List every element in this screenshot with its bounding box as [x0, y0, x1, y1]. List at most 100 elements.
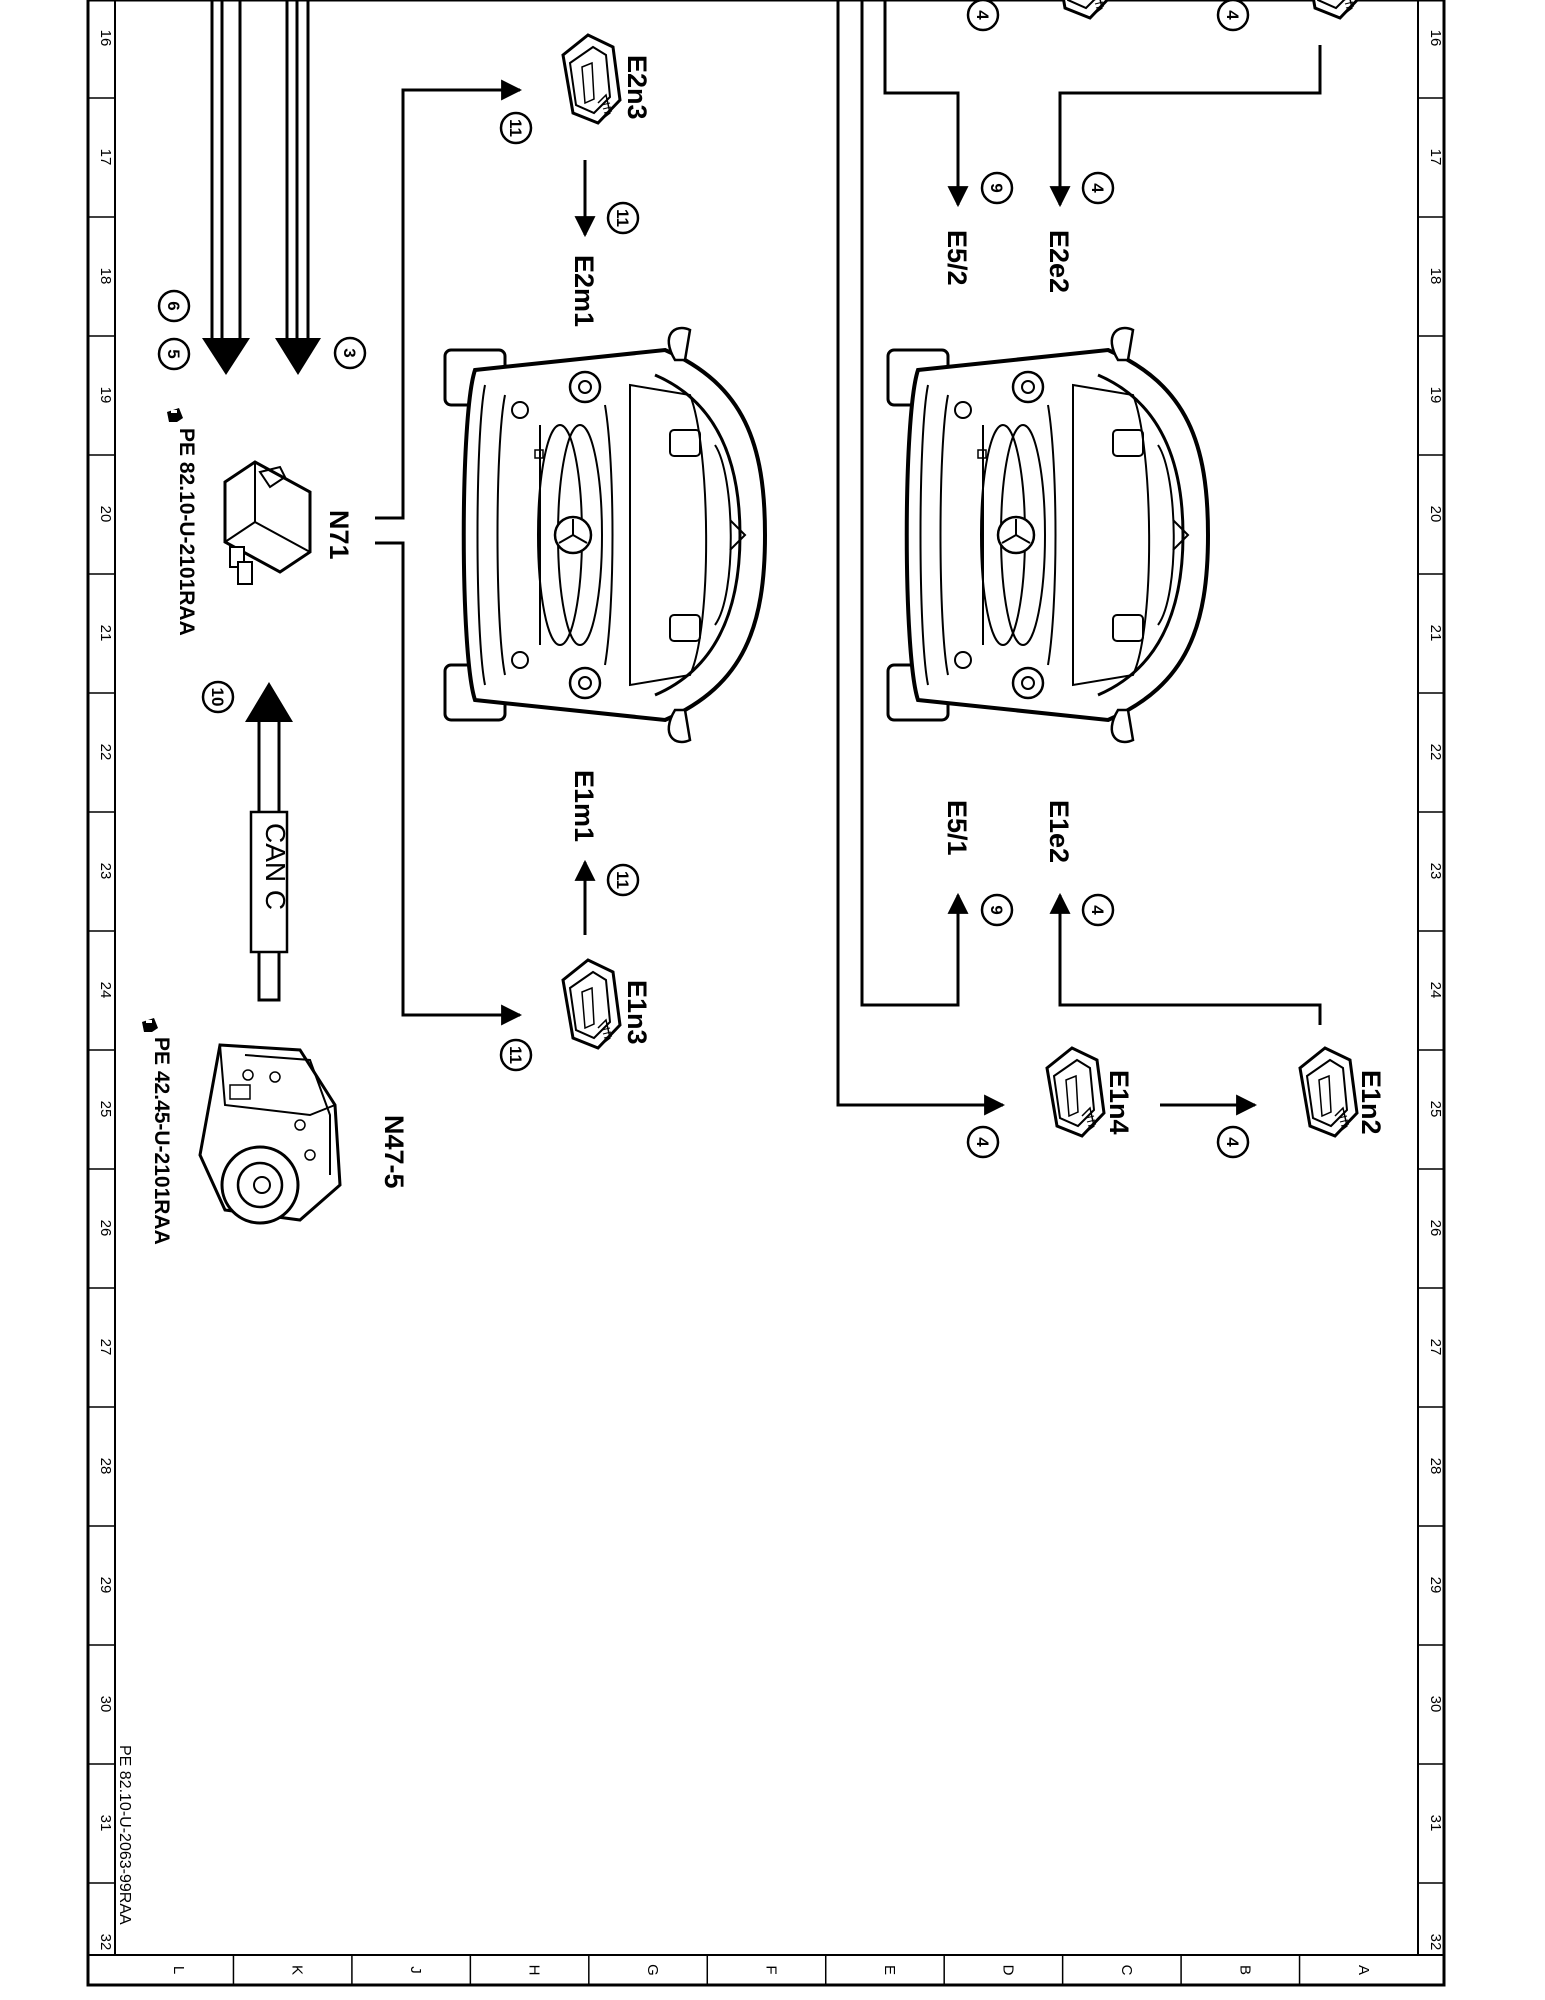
svg-text:11: 11 [506, 1046, 525, 1064]
lamp-module-icon [1045, 1046, 1106, 1138]
callout-4: 4 [1216, 0, 1250, 32]
ruler-number: 32 [97, 1934, 114, 1951]
reference-hand-icon [167, 408, 183, 422]
callout-11: 11 [499, 111, 533, 145]
ruler-letter: G [644, 1964, 661, 1976]
callout-4: 4 [1216, 1125, 1250, 1159]
svg-text:10: 10 [208, 688, 227, 707]
ruler-number: 27 [97, 1339, 114, 1356]
ruler-letter: F [763, 1965, 780, 1974]
ruler-number: 18 [97, 268, 114, 285]
ruler-number: 29 [1427, 1577, 1444, 1594]
ruler-letter: J [407, 1966, 424, 1974]
callout-4: 4 [1081, 893, 1115, 927]
incoming-cable-3 [275, 0, 321, 375]
lamp-module-icon [1053, 0, 1114, 20]
callout-10: 10 [201, 680, 235, 714]
ruler-number: 30 [1427, 1696, 1444, 1713]
hydraulic-unit-icon [198, 1043, 342, 1225]
ruler-letter: A [1355, 1965, 1372, 1975]
ruler-number: 18 [1427, 268, 1444, 285]
callout-6: 6 [157, 289, 191, 323]
ruler-letter: C [1118, 1965, 1135, 1976]
lamp-module-icon [1303, 0, 1364, 20]
svg-text:5: 5 [164, 349, 183, 358]
ruler-letter: L [170, 1966, 187, 1974]
ruler-letter: D [999, 1965, 1016, 1976]
callout-11: 11 [606, 863, 640, 897]
label-e1n4: E1n4 [1104, 1070, 1134, 1135]
label-e1e2: E1e2 [1044, 800, 1074, 863]
top-connections [883, 0, 1322, 208]
callout-4: 4 [1081, 171, 1115, 205]
ruler-number: 19 [97, 387, 114, 404]
label-e5-1: E5/1 [942, 800, 972, 856]
ruler-number: 20 [1427, 506, 1444, 523]
ruler-number: 16 [1427, 30, 1444, 47]
ruler-number: 17 [97, 149, 114, 166]
ruler-number: 23 [97, 863, 114, 880]
callout-4: 4 [966, 0, 1000, 32]
ruler-letter: K [289, 1965, 306, 1975]
label-e1m1: E1m1 [569, 770, 599, 842]
ruler-number: 21 [97, 625, 114, 642]
svg-text:9: 9 [987, 183, 1006, 192]
lamp-module-icon [561, 33, 622, 125]
ref-n47-5: PE 42.45-U-2101RAA [150, 1037, 173, 1245]
ruler-number: 22 [1427, 744, 1444, 761]
label-e1n3: E1n3 [622, 980, 652, 1045]
callout-4: 4 [966, 1125, 1000, 1159]
callout-11: 11 [499, 1038, 533, 1072]
ruler-number: 21 [1427, 625, 1444, 642]
svg-text:4: 4 [1088, 905, 1107, 915]
ruler-number: 24 [1427, 982, 1444, 999]
svg-text:4: 4 [1088, 183, 1107, 193]
footer-doc-number: PE 82.10-U-2063-99RAA [116, 1745, 133, 1925]
label-e5-2: E5/2 [942, 230, 972, 286]
label-e2n3: E2n3 [622, 55, 652, 120]
ruler-number: 23 [1427, 863, 1444, 880]
ruler-number: 25 [97, 1101, 114, 1118]
incoming-cables-5-6 [202, 0, 250, 375]
label-n47-5: N47-5 [379, 1115, 409, 1189]
n71-connections [375, 79, 523, 1026]
ruler-number: 25 [1427, 1101, 1444, 1118]
ruler-number: 17 [1427, 149, 1444, 166]
ruler-number: 26 [97, 1220, 114, 1237]
ruler-number: 31 [1427, 1815, 1444, 1832]
can-bus-line: CAN C [245, 682, 293, 1002]
label-e2m1: E2m1 [569, 255, 599, 327]
svg-text:4: 4 [1223, 10, 1242, 20]
svg-text:11: 11 [506, 119, 525, 137]
ruler-number: 32 [1427, 1934, 1444, 1951]
svg-text:4: 4 [973, 10, 992, 20]
ruler-number: 22 [97, 744, 114, 761]
control-unit-icon [223, 460, 312, 585]
lamp-module-icon [1298, 1046, 1359, 1138]
callout-3: 3 [333, 336, 367, 370]
svg-text:11: 11 [613, 871, 632, 889]
svg-text:9: 9 [987, 905, 1006, 914]
reference-hand-icon [142, 1018, 158, 1032]
lower-connections [836, 0, 1322, 1116]
ruler-number: 28 [97, 1458, 114, 1475]
svg-text:6: 6 [164, 301, 183, 310]
ruler-number: 26 [1427, 1220, 1444, 1237]
label-e1n2: E1n2 [1356, 1070, 1386, 1135]
ruler-number: 20 [97, 506, 114, 523]
ruler-letter: H [526, 1965, 543, 1976]
callout-11: 11 [606, 201, 640, 235]
vehicle-front-icon [886, 326, 1210, 744]
can-c-label: CAN C [260, 823, 291, 910]
ruler-number: 24 [97, 982, 114, 999]
ruler-letter: B [1236, 1965, 1253, 1975]
ruler-number: 27 [1427, 1339, 1444, 1356]
ruler-number: 30 [97, 1696, 114, 1713]
vehicle-front-icon [443, 326, 767, 744]
ruler-number: 16 [97, 30, 114, 47]
svg-text:4: 4 [1223, 1137, 1242, 1147]
svg-text:3: 3 [340, 348, 359, 357]
callout-5: 5 [157, 337, 191, 371]
ruler-number: 29 [97, 1577, 114, 1594]
